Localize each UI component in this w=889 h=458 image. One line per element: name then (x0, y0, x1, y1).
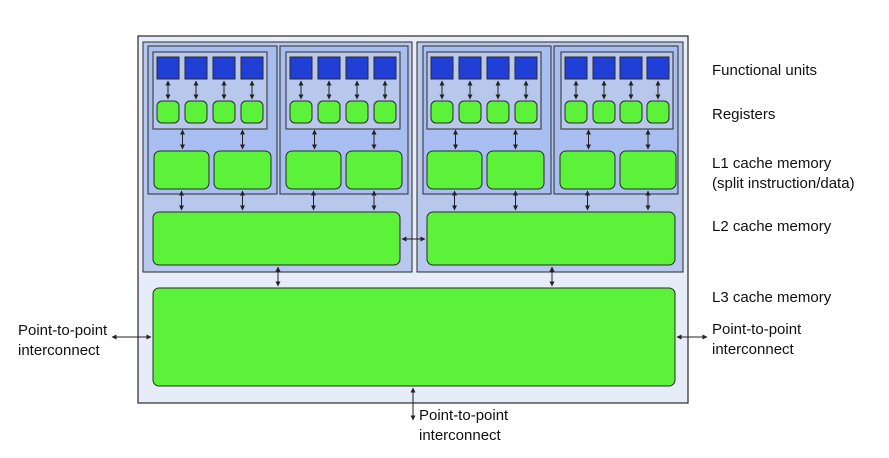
core-2-functional-unit-4 (373, 56, 397, 80)
core-4-register-2 (592, 100, 616, 124)
left-interconnect-sublabel: interconnect (18, 342, 100, 359)
l3-cache (152, 287, 676, 387)
core-4-l1-cache-1 (559, 150, 616, 190)
core-4-functional-unit-3 (619, 56, 643, 80)
core-4-register-1 (564, 100, 588, 124)
core-1-functional-unit-2 (184, 56, 208, 80)
core-3-functional-unit-2 (458, 56, 482, 80)
core-2-functional-unit-3 (345, 56, 369, 80)
core-4-functional-unit-4 (646, 56, 670, 80)
core-3-functional-unit-4 (514, 56, 538, 80)
core-2-l1-cache-2 (345, 150, 403, 190)
functional-units-label: Functional units (712, 62, 818, 79)
l2-cache-2 (426, 211, 676, 266)
l1-cache-sublabel: (split instruction/data) (712, 175, 855, 192)
core-3-register-2 (458, 100, 482, 124)
core-1-l1-cache-2 (213, 150, 272, 190)
core-2-register-1 (289, 100, 313, 124)
core-1-functional-unit-4 (240, 56, 264, 80)
core-2-register-2 (317, 100, 341, 124)
core-1-functional-unit-3 (212, 56, 236, 80)
right-interconnect-label: Point-to-point (712, 321, 802, 338)
core-1-functional-unit-1 (156, 56, 180, 80)
registers-label: Registers (712, 106, 776, 123)
core-4-functional-unit-2 (592, 56, 616, 80)
core-3-register-4 (514, 100, 538, 124)
core-3-l1-cache-2 (486, 150, 545, 190)
core-2-l1-cache-1 (285, 150, 342, 190)
core-2-functional-unit-2 (317, 56, 341, 80)
bottom-interconnect-label: Point-to-point (419, 407, 509, 424)
core-3-register-1 (430, 100, 454, 124)
l3-cache-label: L3 cache memory (712, 289, 832, 306)
core-2-functional-unit-1 (289, 56, 313, 80)
core-1-register-1 (156, 100, 180, 124)
core-2-register-4 (373, 100, 397, 124)
core-1-l1-cache-1 (153, 150, 210, 190)
core-4-functional-unit-1 (564, 56, 588, 80)
core-4-register-3 (619, 100, 643, 124)
core-3-functional-unit-1 (430, 56, 454, 80)
core-4-l1-cache-2 (619, 150, 677, 190)
core-1-register-2 (184, 100, 208, 124)
core-3-register-3 (486, 100, 510, 124)
core-1-register-4 (240, 100, 264, 124)
core-3-l1-cache-1 (426, 150, 483, 190)
core-3-functional-unit-3 (486, 56, 510, 80)
core-4-register-4 (646, 100, 670, 124)
l1-cache-label: L1 cache memory (712, 155, 832, 172)
left-interconnect-label: Point-to-point (18, 322, 108, 339)
core-1-register-3 (212, 100, 236, 124)
bottom-interconnect-sublabel: interconnect (419, 427, 501, 444)
l2-cache-label: L2 cache memory (712, 218, 832, 235)
core-2-register-3 (345, 100, 369, 124)
right-interconnect-sublabel: interconnect (712, 341, 794, 358)
l2-cache-1 (152, 211, 401, 266)
